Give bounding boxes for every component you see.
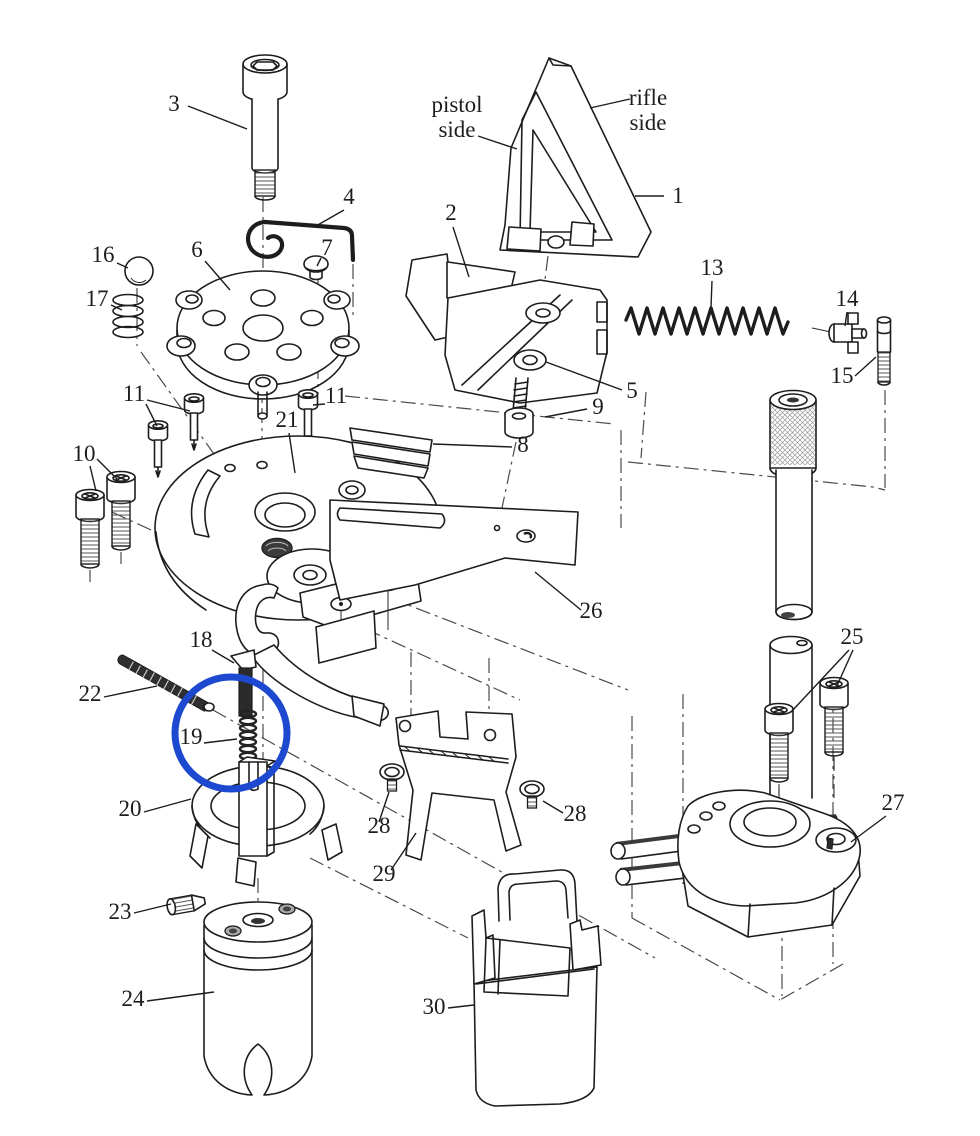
leader-line-30 [447,1004,475,1009]
part-9-screw [504,377,534,439]
leader-line-28-right [542,800,564,814]
part-label-6: 6 [191,237,203,262]
part-6-shell-plate [166,270,360,420]
leader-line-pistol-side [477,135,518,150]
part-label-23: 23 [109,899,132,924]
leader-line-21 [288,432,296,474]
leader-line-14 [844,311,848,327]
part-label-20: 20 [119,796,142,821]
part-label-11-right: 11 [325,383,347,408]
part-1-wedge-block [499,57,652,258]
leader-line-8 [432,443,513,448]
part-label-5: 5 [626,378,638,403]
part-27-base-assembly [610,389,861,938]
part-label-10: 10 [73,441,96,466]
part-30-chute-box [471,869,602,1107]
leader-line-16 [116,262,129,269]
part-7-button [303,255,329,281]
part-label-25: 25 [841,624,864,649]
part-26-link-bar [329,499,579,601]
part-label-8: 8 [517,432,529,457]
highlight-circle [171,673,291,793]
leader-line-10 [96,458,119,481]
part-label-26: 26 [580,598,603,623]
part-label-28-right: 28 [564,801,587,826]
part-label-22: 22 [79,681,102,706]
part-label-17: 17 [86,286,109,311]
leader-line-5 [545,361,623,391]
part-15-detent-pin [876,316,892,386]
part-label-24: 24 [122,986,146,1011]
leader-line-4 [315,209,345,227]
leader-line-6 [204,260,231,291]
part-23-set-screw [166,894,207,916]
part-24-cylinder [203,901,313,1096]
leader-line-24 [146,991,215,1002]
leader-line-13 [710,280,713,308]
leader-line-11-left [146,399,191,412]
leader-line-26 [534,571,582,611]
leader-line-28-left [378,791,390,823]
leader-line-15 [854,356,877,377]
part-label-11-left: 11 [123,381,145,406]
leader-line-rifle-side [589,98,631,109]
part-label-29: 29 [373,861,396,886]
part-13-coil-spring [624,306,832,336]
part-4-wire-clip [246,219,356,263]
part-5-mount-block [444,279,608,404]
part-8-wedge-slide [349,427,433,479]
leader-line-29 [390,832,417,871]
part-3-shoulder-bolt [242,54,288,201]
highlight-layer [171,673,291,793]
leader-line-22 [103,685,158,698]
leader-line-7 [316,257,322,267]
part-label-27: 27 [882,790,905,815]
leader-line-19 [203,738,238,744]
part-29-bracket [395,710,522,861]
leader-line-9 [544,408,588,418]
part-10-cap-screws [75,470,136,583]
part-label-2: 2 [445,200,457,225]
part-label-4: 4 [343,184,355,209]
part-label-9: 9 [592,394,604,419]
part-label-14: 14 [836,286,860,311]
leader-line-20 [143,798,192,813]
part-label-28-left: 28 [368,813,391,838]
leader-line-11-left [145,403,158,427]
leader-line-10 [89,465,97,492]
part-label-19: 19 [180,724,203,749]
leader-line-18 [211,649,235,664]
part-label-15: 15 [831,363,854,388]
part-label-21: 21 [276,407,299,432]
leader-line-2 [452,226,470,278]
leader-line-3 [187,105,248,130]
leader-line-25 [835,649,854,689]
leader-line-25 [790,649,850,713]
part-label-16: 16 [92,242,115,267]
part-label-3: 3 [168,91,180,116]
part-label-7: 7 [321,235,333,260]
part-16-ball [124,256,154,286]
leader-line-27 [850,815,887,843]
leader-line-17 [110,304,123,311]
leader-line-23 [133,903,172,914]
leader-line-11-right [312,403,326,406]
part-label-30: 30 [423,994,446,1019]
part-label-18: 18 [190,627,213,652]
part-label-1: 1 [672,183,684,208]
part-label-13: 13 [701,255,724,280]
part-14-detent-plunger [828,312,868,354]
part-17-spring [112,293,144,339]
